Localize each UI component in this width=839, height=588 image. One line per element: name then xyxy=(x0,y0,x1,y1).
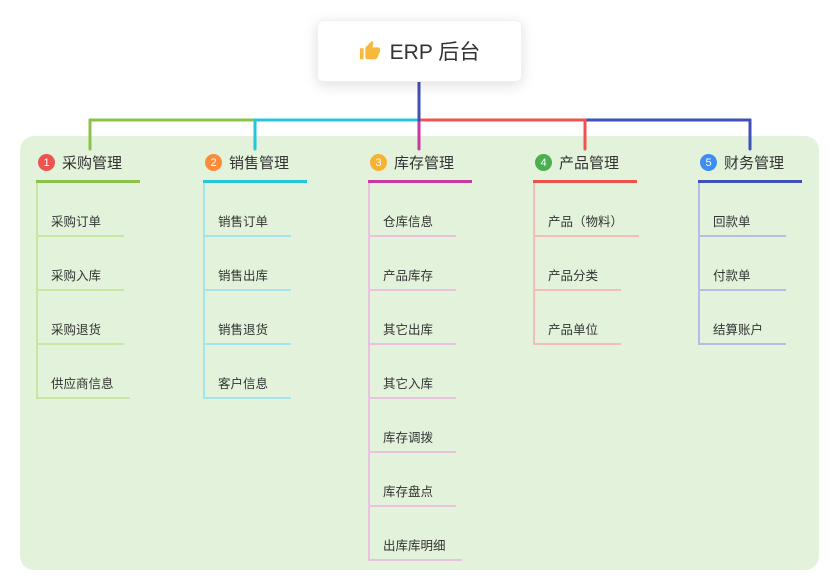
branch-label: 财务管理 xyxy=(724,155,785,172)
child-topic[interactable]: 产品分类 xyxy=(535,237,621,291)
branch-label: 库存管理 xyxy=(394,155,455,172)
child-topic[interactable]: 付款单 xyxy=(700,237,786,291)
background-panel xyxy=(20,136,819,570)
child-topic[interactable]: 客户信息 xyxy=(205,345,291,399)
child-topic[interactable]: 出库库明细 xyxy=(370,507,462,561)
child-topic[interactable]: 其它入库 xyxy=(370,345,456,399)
branch-node: 1 采购管理 采购订单采购入库采购退货供应商信息 xyxy=(36,148,141,399)
branch-topic[interactable]: 3 库存管理 xyxy=(368,148,473,183)
child-topic[interactable]: 结算账户 xyxy=(700,291,786,345)
branch-number-badge: 2 xyxy=(205,154,222,171)
branch-number-badge: 4 xyxy=(535,154,552,171)
child-topic[interactable]: 采购订单 xyxy=(38,183,124,237)
branch-topic[interactable]: 1 采购管理 xyxy=(36,148,141,183)
child-topic[interactable]: 仓库信息 xyxy=(370,183,456,237)
branch-topic[interactable]: 5 财务管理 xyxy=(698,148,803,183)
child-topic[interactable]: 销售退货 xyxy=(205,291,291,345)
branch-children: 采购订单采购入库采购退货供应商信息 xyxy=(36,183,130,399)
branch-topic[interactable]: 2 销售管理 xyxy=(203,148,308,183)
child-topic[interactable]: 回款单 xyxy=(700,183,786,237)
branch-children: 销售订单销售出库销售退货客户信息 xyxy=(203,183,291,399)
branch-children: 仓库信息产品库存其它出库其它入库库存调拨库存盘点出库库明细 xyxy=(368,183,462,561)
child-topic[interactable]: 销售订单 xyxy=(205,183,291,237)
root-node[interactable]: ERP 后台 xyxy=(317,20,522,82)
child-topic[interactable]: 库存盘点 xyxy=(370,453,456,507)
branch-number-badge: 1 xyxy=(38,154,55,171)
branch-node: 5 财务管理 回款单付款单结算账户 xyxy=(698,148,803,345)
child-topic[interactable]: 产品单位 xyxy=(535,291,621,345)
child-topic[interactable]: 销售出库 xyxy=(205,237,291,291)
child-topic[interactable]: 采购入库 xyxy=(38,237,124,291)
branch-label: 采购管理 xyxy=(62,155,123,172)
child-topic[interactable]: 产品（物料） xyxy=(535,183,640,237)
thumbs-up-icon xyxy=(359,40,380,60)
branch-children: 回款单付款单结算账户 xyxy=(698,183,786,345)
child-topic[interactable]: 供应商信息 xyxy=(38,345,130,399)
branch-number-badge: 5 xyxy=(700,154,717,171)
branch-label: 销售管理 xyxy=(229,155,290,172)
root-label: ERP 后台 xyxy=(389,41,481,64)
branch-children: 产品（物料）产品分类产品单位 xyxy=(533,183,640,345)
child-topic[interactable]: 库存调拨 xyxy=(370,399,456,453)
branch-label: 产品管理 xyxy=(559,155,620,172)
child-topic[interactable]: 产品库存 xyxy=(370,237,456,291)
branch-topic[interactable]: 4 产品管理 xyxy=(533,148,638,183)
child-topic[interactable]: 其它出库 xyxy=(370,291,456,345)
branch-node: 2 销售管理 销售订单销售出库销售退货客户信息 xyxy=(203,148,308,399)
branch-number-badge: 3 xyxy=(370,154,387,171)
branch-node: 4 产品管理 产品（物料）产品分类产品单位 xyxy=(533,148,640,345)
branch-node: 3 库存管理 仓库信息产品库存其它出库其它入库库存调拨库存盘点出库库明细 xyxy=(368,148,473,561)
child-topic[interactable]: 采购退货 xyxy=(38,291,124,345)
